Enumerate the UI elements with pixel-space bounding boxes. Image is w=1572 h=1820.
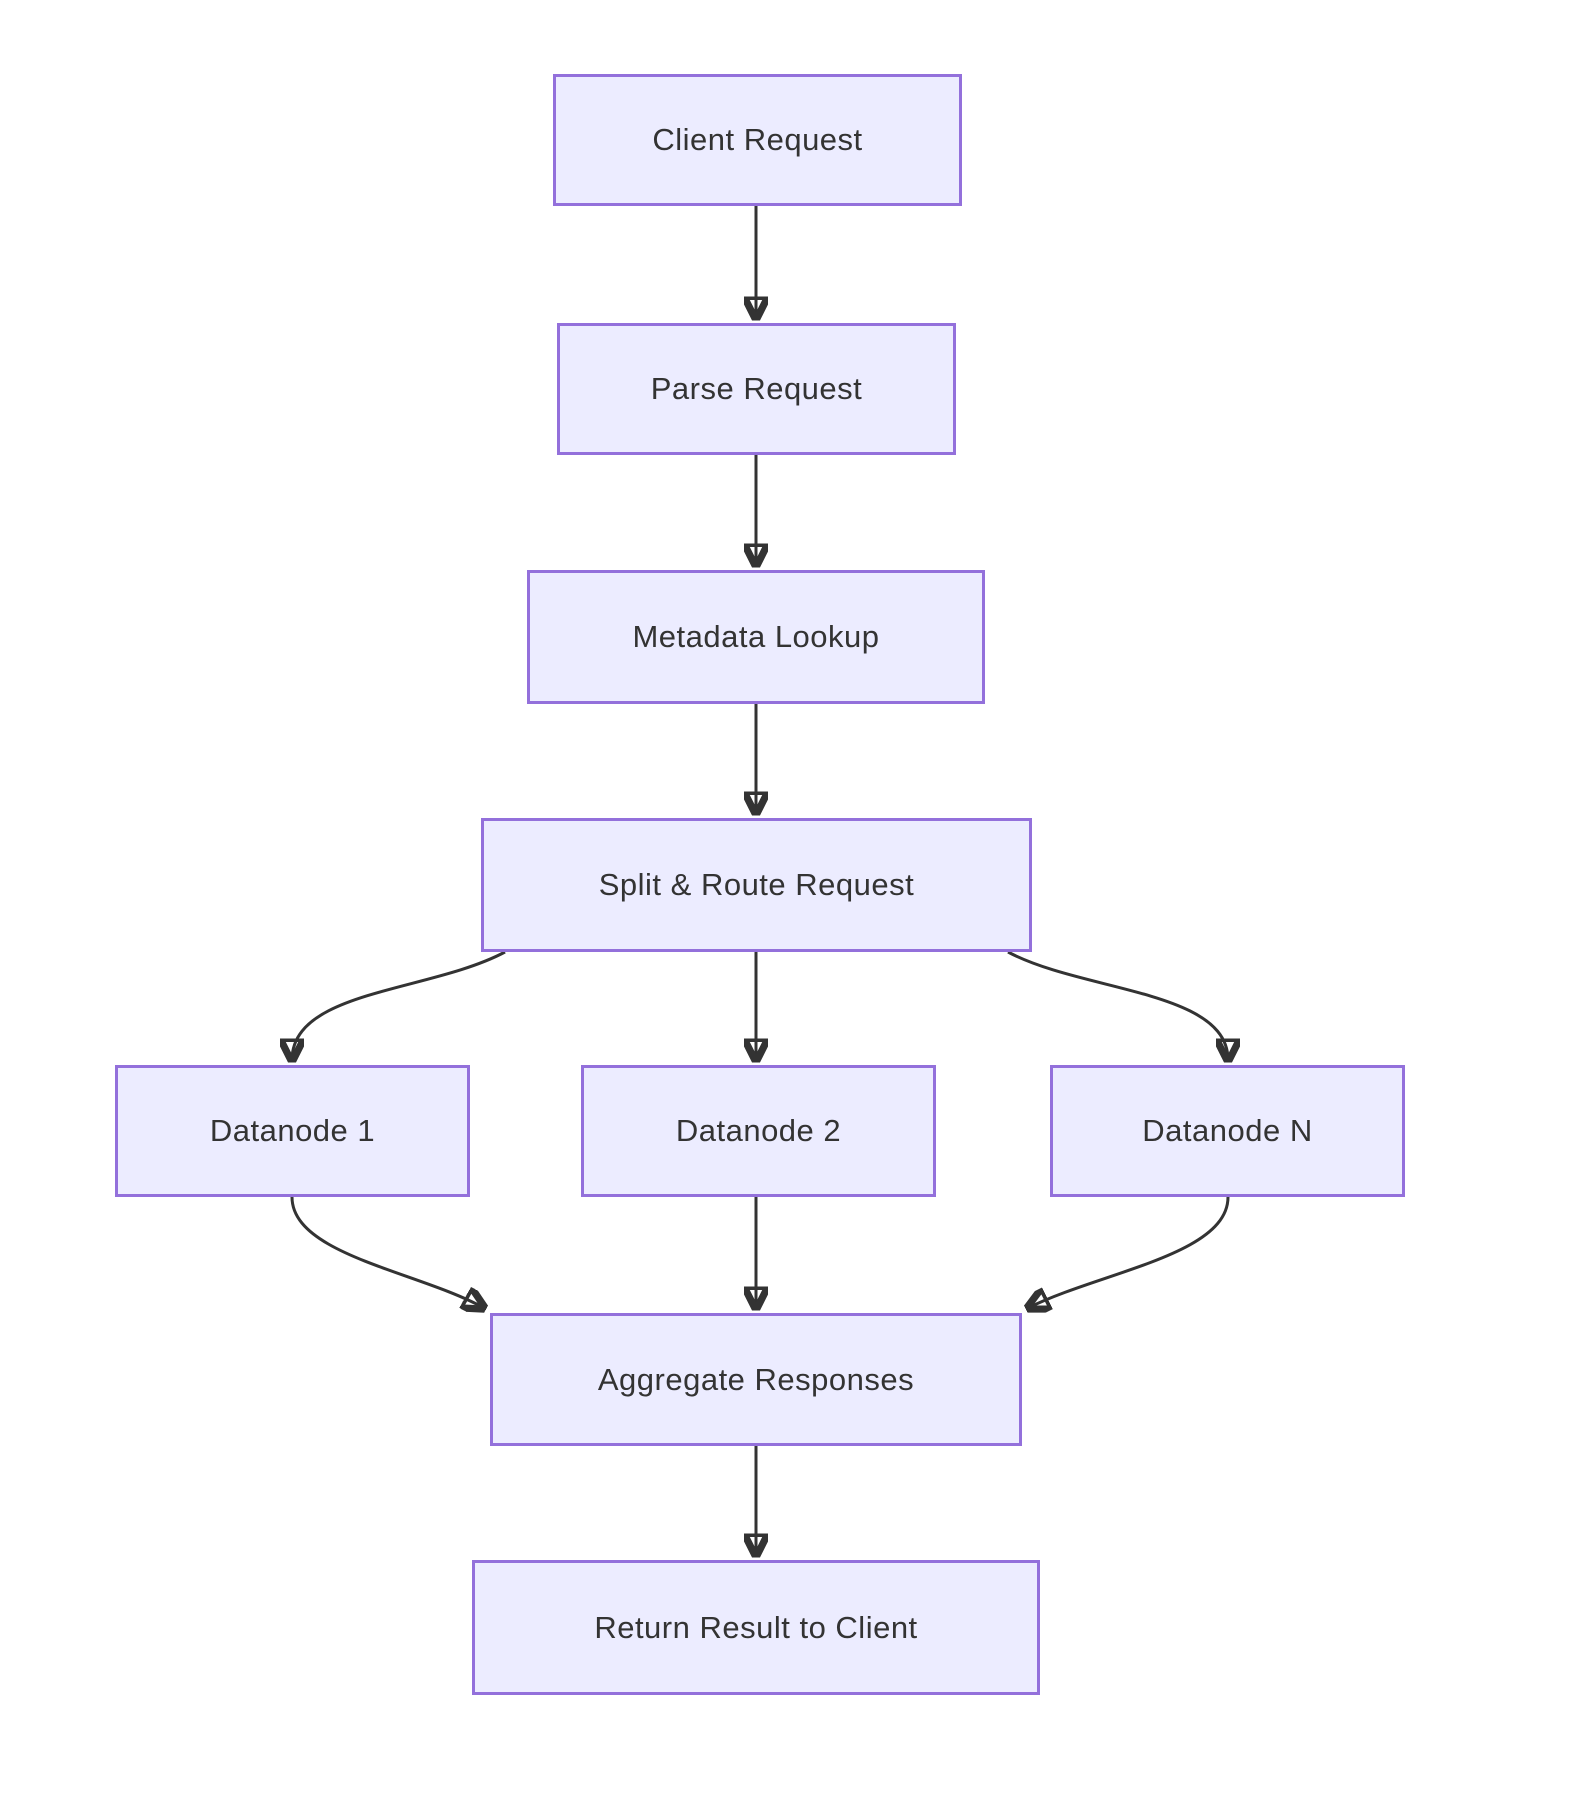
node-datanode-1-label: Datanode 1 <box>209 1113 376 1148</box>
edge-split-datanode1 <box>292 950 506 1060</box>
node-datanode-2: Datanode 2 <box>581 1065 936 1197</box>
node-return-result-label: Return Result to Client <box>594 1609 918 1645</box>
node-datanode-1: Datanode 1 <box>115 1065 470 1197</box>
edge-datanodeN-aggregate <box>1028 1196 1230 1308</box>
node-client-request-label: Client Request <box>652 122 863 157</box>
node-parse-request-label: Parse Request <box>650 371 863 406</box>
node-split-route-request: Split & Route Request <box>481 818 1032 952</box>
node-return-result: Return Result to Client <box>472 1560 1040 1695</box>
node-datanode-n: Datanode N <box>1050 1065 1405 1197</box>
node-metadata-lookup-label: Metadata Lookup <box>632 619 880 654</box>
node-metadata-lookup: Metadata Lookup <box>527 570 985 704</box>
node-parse-request: Parse Request <box>557 323 956 455</box>
edge-datanode1-aggregate <box>290 1196 484 1308</box>
node-aggregate-responses: Aggregate Responses <box>490 1313 1022 1446</box>
node-datanode-n-label: Datanode N <box>1142 1113 1313 1148</box>
node-aggregate-responses-label: Aggregate Responses <box>597 1361 915 1397</box>
node-datanode-2-label: Datanode 2 <box>675 1113 842 1148</box>
node-client-request: Client Request <box>553 74 962 206</box>
node-split-route-request-label: Split & Route Request <box>598 867 915 902</box>
edge-split-datanodeN <box>1007 950 1228 1060</box>
